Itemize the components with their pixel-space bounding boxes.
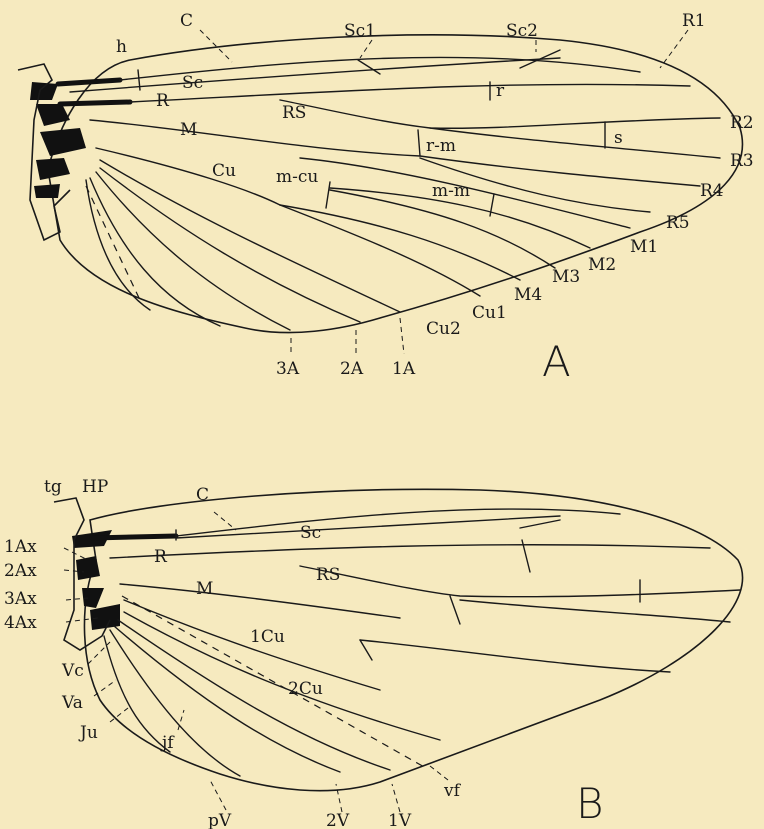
- wing-b-label-jf: jf: [160, 733, 175, 753]
- wing-a-label-r-crossvein: r: [496, 81, 505, 101]
- wing-a-crossvein-mcu: [326, 182, 330, 208]
- wing-a-label-cu1: Cu1: [472, 303, 507, 323]
- wing-a-vein-r3: [430, 128, 720, 158]
- wing-a-label-r3: R3: [730, 151, 754, 171]
- wing-a-label-rm: r-m: [426, 136, 456, 156]
- wing-b-label-2ax: 2Ax: [4, 561, 37, 581]
- wing-a-label-r: R: [156, 91, 170, 111]
- wing-b-label-vc: Vc: [61, 661, 84, 681]
- wing-b-label-1ax: 1Ax: [4, 537, 37, 557]
- wing-b-vein-2v: [114, 626, 340, 772]
- wing-a-label-rs: RS: [282, 103, 306, 123]
- wing-b-label-vf: vf: [443, 781, 462, 801]
- wing-b-vein-sc: [176, 516, 560, 538]
- wing-a-leader-sc1: [360, 40, 372, 58]
- wing-a-label-sc1: Sc1: [344, 21, 376, 41]
- wing-b-label-r: R: [154, 547, 168, 567]
- wing-b-label-3ax: 3Ax: [4, 589, 37, 609]
- wing-b-label-2v: 2V: [326, 811, 350, 829]
- wing-a-vein-cu: [96, 148, 280, 205]
- wing-a-label-m2: M2: [588, 255, 616, 275]
- wing-b-leader-2v: [336, 784, 342, 812]
- wing-a-vein-costa-base: [58, 80, 120, 84]
- wing-a-label-3a: 3A: [276, 359, 300, 379]
- wing-b-label-tg: tg: [44, 477, 62, 497]
- wing-a-leader-r1: [660, 30, 688, 68]
- wing-a-label-s: s: [614, 128, 623, 148]
- wing-b-vein-m: [120, 584, 400, 618]
- wing-b-leader-vf: [430, 766, 448, 780]
- wing-b-vein-pv: [110, 630, 240, 776]
- wing-b-label-sc: Sc: [300, 523, 321, 543]
- wing-b-label-4ax: 4Ax: [4, 613, 37, 633]
- wing-a-label-2a: 2A: [340, 359, 364, 379]
- wing-a-label-h: h: [116, 37, 127, 57]
- wing-b-label-1v: 1V: [388, 811, 412, 829]
- wing-a-label-cu: Cu: [212, 161, 236, 181]
- wing-a-crossvein-rm: [418, 130, 420, 156]
- wing-a-vein-r: [130, 84, 690, 102]
- wing-b-vein-costa: [176, 509, 620, 536]
- wing-b: tg HP C Sc R RS 1Ax 2Ax 3Ax 4Ax M 1Cu 2C…: [4, 477, 743, 829]
- wing-b-label-c: C: [196, 485, 209, 505]
- wing-a-vein-sc1: [358, 60, 380, 74]
- wing-b-leader-pv: [210, 780, 226, 810]
- wing-b-vein-rs-branch: [460, 600, 730, 622]
- wing-b-label-2cu: 2Cu: [288, 679, 323, 699]
- wing-b-vein-sc-branch: [520, 520, 560, 528]
- wing-b-panel-letter: B: [576, 779, 604, 828]
- wing-b-label-pv: pV: [208, 811, 232, 829]
- wing-b-label-m: M: [196, 579, 213, 599]
- wing-a: C Sc1 Sc2 R1 h Sc R RS r R2 M s r-m R3 C…: [18, 11, 754, 386]
- wing-b-leader-1v: [392, 784, 400, 812]
- wing-a-label-1a: 1A: [392, 359, 416, 379]
- wing-a-label-c: C: [180, 11, 193, 31]
- wing-a-vein-r-base: [60, 102, 130, 104]
- wing-b-leader-va: [94, 680, 116, 696]
- wing-a-label-sc: Sc: [182, 73, 203, 93]
- wing-a-label-r4: R4: [700, 181, 724, 201]
- wing-a-vein-anal-4: [86, 180, 150, 310]
- wing-a-vein-cu2: [100, 160, 400, 312]
- wing-b-label-va: Va: [61, 693, 83, 713]
- wing-b-crossvein-5: [360, 640, 372, 660]
- wing-b-label-ju: Ju: [78, 723, 98, 743]
- wing-b-vein-m-branch: [360, 640, 670, 672]
- wing-a-vein-m: [90, 120, 420, 156]
- wing-b-vein-r: [110, 545, 710, 558]
- wing-a-vein-m4: [280, 205, 520, 280]
- wing-a-vein-rs: [280, 100, 720, 128]
- wing-a-label-r1: R1: [682, 11, 706, 31]
- wing-a-panel-letter: A: [542, 337, 571, 386]
- wing-a-vein-sc: [70, 58, 560, 92]
- wing-a-label-r2: R2: [730, 113, 754, 133]
- wing-a-label-cu2: Cu2: [426, 319, 461, 339]
- wing-b-leader-c: [214, 512, 236, 530]
- wing-a-label-mcu: m-cu: [276, 167, 318, 187]
- wing-a-label-mm: m-m: [432, 181, 470, 201]
- wing-a-label-r5: R5: [666, 213, 690, 233]
- wing-b-crossvein-4: [450, 596, 460, 624]
- wing-b-leader-1ax: [64, 548, 88, 560]
- wing-b-axillary-sclerites: [72, 530, 120, 630]
- wing-a-label-sc2: Sc2: [506, 21, 538, 41]
- wing-b-vein-costa-base: [92, 536, 176, 538]
- wing-b-label-rs: RS: [316, 565, 340, 585]
- wing-a-label-m4: M4: [514, 285, 542, 305]
- wing-a-label-m1: M1: [630, 237, 658, 257]
- wing-b-vein-rs: [300, 566, 740, 597]
- wing-a-anal-fold: [86, 186, 140, 300]
- wing-a-label-m: M: [180, 120, 197, 140]
- wing-a-outline: [48, 35, 742, 333]
- wing-b-label-hp: HP: [82, 477, 108, 497]
- wing-a-leader-1a: [400, 318, 404, 354]
- wing-b-label-1cu: 1Cu: [250, 627, 285, 647]
- wing-a-label-m3: M3: [552, 267, 580, 287]
